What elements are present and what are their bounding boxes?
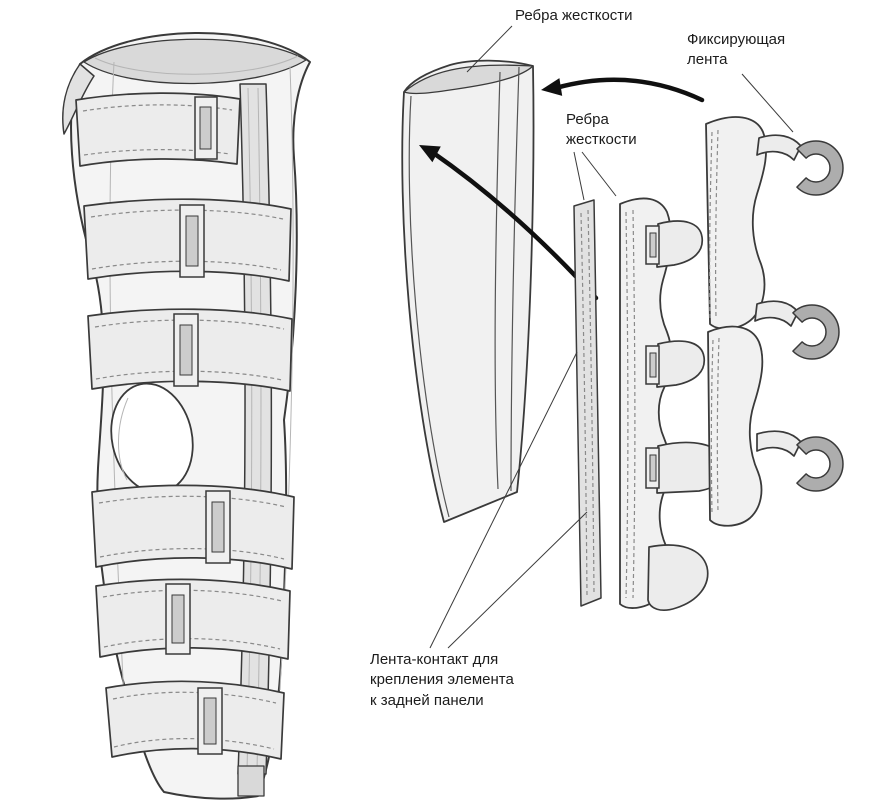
strap-clip-3 bbox=[796, 436, 844, 492]
leader-lines bbox=[429, 25, 794, 649]
splint-strap-3 bbox=[87, 308, 293, 392]
back-panel-illustration bbox=[401, 59, 535, 523]
leader-ribs-top bbox=[466, 25, 513, 73]
label-stiffening-ribs-mid: Ребра жесткости bbox=[566, 111, 637, 149]
hook-tape-strip bbox=[573, 199, 602, 607]
leader-fixing-strap bbox=[741, 73, 794, 133]
splint-strap-2 bbox=[83, 198, 292, 282]
back-panel-inner-top bbox=[403, 64, 534, 95]
strap-clip-2 bbox=[792, 304, 840, 360]
knee-opening-shade bbox=[118, 397, 129, 481]
splint-top-opening bbox=[83, 38, 307, 85]
leader-contact-tape-2 bbox=[447, 511, 588, 649]
splint-strap-5 bbox=[95, 578, 291, 660]
fixing-panel-upper bbox=[705, 116, 768, 330]
back-panel-rib-line-2 bbox=[510, 66, 520, 492]
label-fixing-strap: Фиксирующая лента bbox=[687, 31, 786, 69]
strap-clip-1 bbox=[796, 140, 844, 196]
back-panel-left-edge bbox=[408, 95, 450, 518]
leader-ribs-mid-1 bbox=[573, 151, 585, 201]
middle-strap-4 bbox=[647, 544, 709, 611]
middle-strap-1 bbox=[645, 220, 704, 268]
back-panel-rib-line-1 bbox=[494, 71, 501, 490]
back-panel-sheet bbox=[401, 59, 535, 523]
leader-contact-tape-1 bbox=[429, 351, 578, 649]
assembled-splint-illustration bbox=[62, 32, 311, 800]
middle-element-stitch-1 bbox=[625, 211, 629, 599]
fixing-strap-3 bbox=[756, 430, 844, 492]
middle-strap-2 bbox=[645, 340, 706, 388]
fixing-strap-1 bbox=[756, 134, 844, 196]
fixing-strap-2 bbox=[754, 300, 840, 360]
splint-strap-4 bbox=[91, 484, 295, 570]
splint-strap-1 bbox=[75, 92, 241, 167]
middle-element-stitch-2 bbox=[632, 209, 636, 599]
fixing-panel-lower bbox=[707, 325, 764, 527]
assembly-arrow-top bbox=[541, 77, 705, 103]
fixing-straps-illustration bbox=[705, 116, 844, 527]
body-seam-right bbox=[279, 65, 294, 691]
splint-strap-6 bbox=[105, 680, 285, 760]
middle-element-illustration bbox=[573, 197, 729, 611]
label-contact-tape: Лента-контакт для крепления элемента к з… bbox=[370, 651, 514, 709]
label-stiffening-ribs-top: Ребра жесткости bbox=[515, 7, 633, 24]
leader-ribs-mid-2 bbox=[581, 151, 617, 197]
